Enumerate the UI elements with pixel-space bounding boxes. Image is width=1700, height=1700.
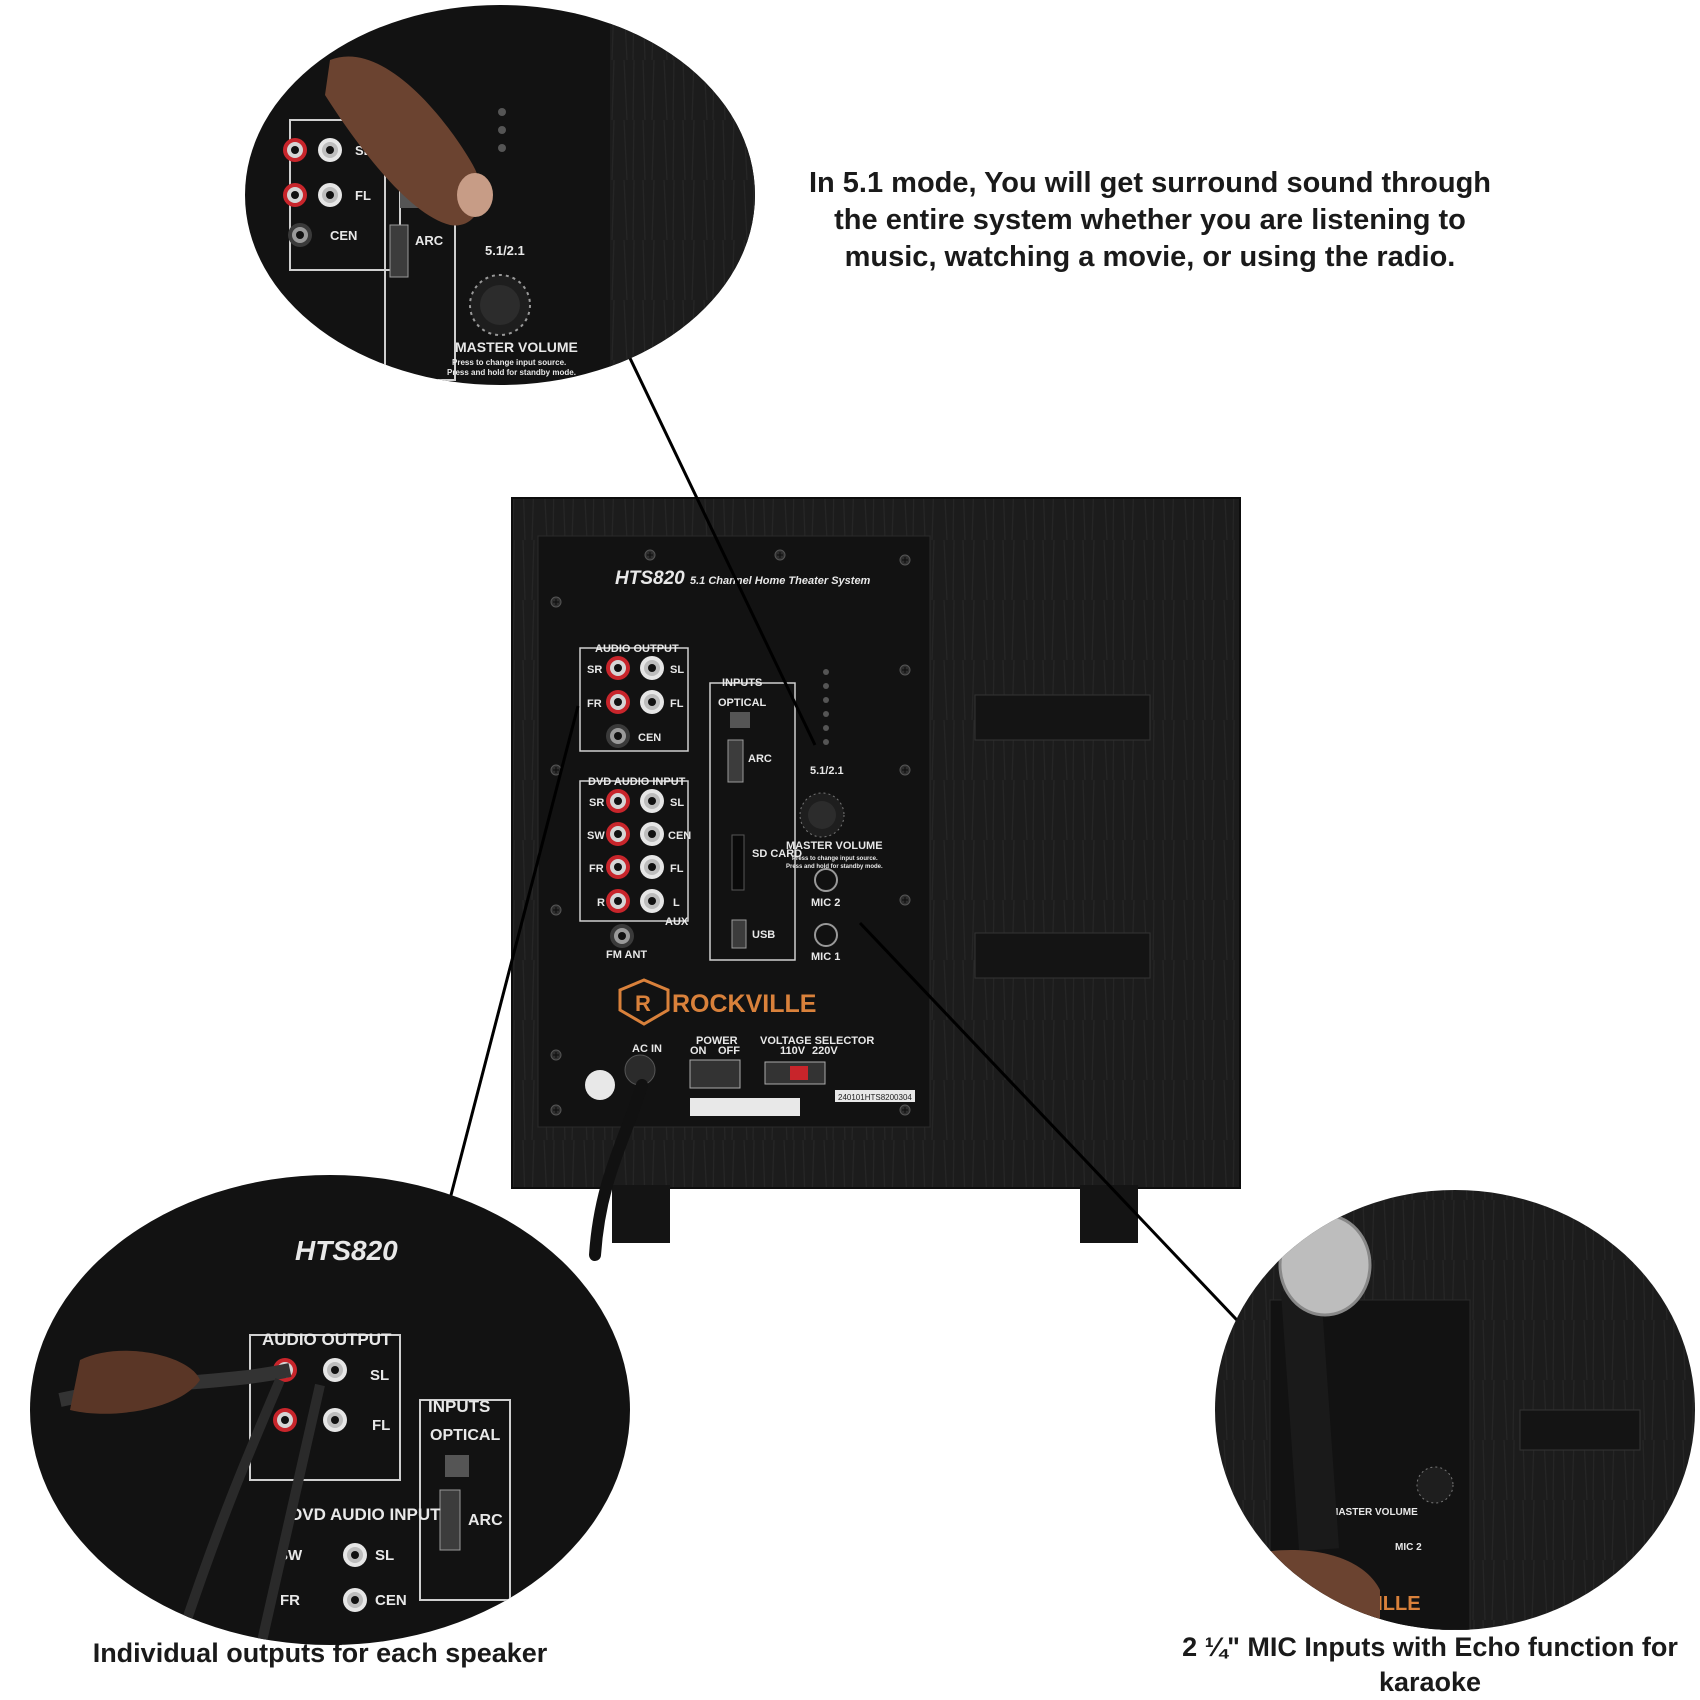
rca-out-sl [640, 656, 664, 680]
svg-text:OPTICAL: OPTICAL [718, 697, 767, 709]
power-cord [589, 1079, 648, 1261]
svg-text:MASTER VOLUME: MASTER VOLUME [1330, 1507, 1418, 1518]
svg-text:SL: SL [370, 1367, 389, 1384]
handle-top [974, 694, 1151, 741]
svg-text:5.1/2.1: 5.1/2.1 [810, 765, 844, 777]
fm-ant-jack [610, 924, 634, 948]
svg-text:POWER: POWER [696, 1035, 738, 1047]
svg-text:OPTICAL: OPTICAL [430, 1427, 500, 1444]
audio-output-label: AUDIO OUTPUT [595, 643, 679, 655]
finger [325, 56, 482, 226]
inset-right-closeup: MASTER VOLUME MIC 2 ROCKVILLE [1215, 1190, 1695, 1630]
mode-buttons [823, 669, 829, 745]
handle-bottom [974, 932, 1151, 979]
serial-sticker [835, 1090, 915, 1102]
svg-text:ARC: ARC [415, 233, 444, 248]
svg-text:MIC 2: MIC 2 [1395, 1542, 1422, 1553]
svg-text:Press and hold for standby mod: Press and hold for standby mode. [786, 864, 883, 870]
sd-card-slot [731, 834, 745, 891]
foot-left [612, 1185, 670, 1243]
svg-text:AUX: AUX [665, 916, 689, 928]
svg-text:MASTER VOLUME: MASTER VOLUME [786, 840, 883, 852]
svg-text:FR: FR [587, 698, 602, 710]
power-switch [689, 1059, 741, 1089]
dvd-audio-input-label: DVD AUDIO INPUT [588, 776, 686, 788]
svg-text:SR: SR [589, 797, 604, 809]
svg-text:SL: SL [670, 797, 684, 809]
svg-text:AUDIO OUTPUT: AUDIO OUTPUT [262, 1330, 392, 1349]
svg-text:FL: FL [372, 1417, 390, 1434]
svg-text:FL: FL [670, 863, 684, 875]
svg-text:R: R [635, 991, 651, 1016]
inputs-box [709, 682, 796, 961]
svg-text:Press and hold for standby mod: Press and hold for standby mode. [447, 368, 576, 377]
svg-text:ON: ON [690, 1045, 707, 1057]
right-caption: 2 ¼" MIC Inputs with Echo function for k… [1182, 1632, 1678, 1697]
usb-port [731, 919, 747, 949]
microphone-handle [1280, 1288, 1340, 1552]
svg-text:HTS820: HTS820 [295, 1235, 398, 1266]
svg-text:110V: 110V [780, 1045, 806, 1057]
svg-text:MASTER VOLUME: MASTER VOLUME [455, 339, 578, 355]
svg-text:FM ANT: FM ANT [606, 949, 647, 961]
svg-text:CEN: CEN [668, 830, 691, 842]
mic2-jack [814, 868, 838, 892]
svg-text:MIC 2: MIC 2 [811, 897, 840, 909]
svg-text:SL: SL [670, 664, 684, 676]
svg-text:FL: FL [355, 188, 371, 203]
rear-panel: HTS820 5.1 Channel Home Theater System A… [537, 535, 931, 1128]
svg-text:ARC: ARC [468, 1512, 503, 1529]
svg-text:FR: FR [589, 863, 604, 875]
mic1-jack [814, 923, 838, 947]
svg-text:R: R [597, 897, 605, 909]
svg-text:FL: FL [670, 698, 684, 710]
top-caption: In 5.1 mode, You will get surround sound… [808, 167, 1492, 274]
dvd-audio-input-box [579, 780, 689, 922]
hdmi-arc-port [727, 739, 744, 783]
svg-text:INPUTS: INPUTS [722, 677, 762, 689]
svg-text:INPUTS: INPUTS [428, 1397, 490, 1416]
svg-text:SR: SR [587, 664, 602, 676]
warning-label [690, 1098, 800, 1116]
brand-name: ROCKVILLE [672, 990, 816, 1018]
svg-text:L: L [673, 897, 680, 909]
rca-out-fr [606, 690, 630, 714]
inset-left-closeup: HTS820 AUDIO OUTPUT SL FL INPUTS OPTICAL… [30, 1175, 630, 1645]
rca-out-fl [640, 690, 664, 714]
microphone-grille [1278, 1213, 1372, 1317]
svg-text:AC IN: AC IN [632, 1043, 662, 1055]
svg-text:240101HTS8200304: 240101HTS8200304 [838, 1093, 912, 1102]
brand-logo [618, 978, 670, 1026]
svg-text:5.1/2.1: 5.1/2.1 [485, 243, 525, 258]
svg-text:CEN: CEN [638, 732, 661, 744]
audio-output-box [579, 647, 689, 752]
svg-text:SD CARD: SD CARD [752, 848, 802, 860]
rca-out-cen [606, 724, 630, 748]
svg-text:SW: SW [587, 830, 605, 842]
svg-text:OFF: OFF [718, 1045, 740, 1057]
svg-text:VOLTAGE SELECTOR: VOLTAGE SELECTOR [760, 1035, 874, 1047]
svg-text:SL: SL [375, 1547, 394, 1564]
voltage-sticker [585, 1070, 615, 1100]
foot-right [1080, 1185, 1138, 1243]
svg-text:CEN: CEN [375, 1592, 407, 1609]
svg-text:CEN: CEN [330, 228, 357, 243]
svg-text:Press to change input source.: Press to change input source. [452, 358, 566, 367]
svg-text:FR: FR [280, 1592, 300, 1609]
svg-text:MIC 1: MIC 1 [811, 951, 840, 963]
svg-text:220V: 220V [812, 1045, 838, 1057]
hand [70, 1350, 200, 1414]
svg-text:DVD AUDIO INPUT: DVD AUDIO INPUT [290, 1505, 441, 1524]
svg-text:USB: USB [752, 929, 775, 941]
svg-text:Press to change input source.: Press to change input source. [792, 856, 878, 862]
model-subtitle: 5.1 Channel Home Theater System [690, 575, 871, 587]
inset-top-closeup: SL FL CEN OPTICAL ARC 5.1/2.1 MASTER VOL… [245, 5, 755, 385]
model-label: HTS820 [615, 568, 685, 589]
optical-port [730, 712, 750, 728]
rca-out-sr [606, 656, 630, 680]
svg-text:ARC: ARC [748, 753, 772, 765]
